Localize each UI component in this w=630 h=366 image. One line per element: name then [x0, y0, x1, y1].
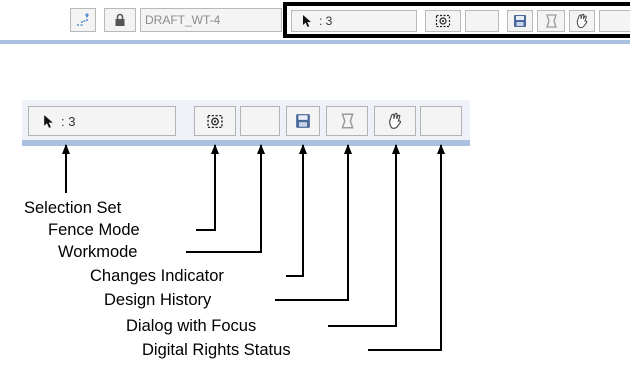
fence-mode-field[interactable]	[425, 10, 461, 32]
design-history-icon	[341, 113, 354, 129]
selection-set-field[interactable]: : 3	[28, 106, 176, 136]
changes-indicator-label: Changes Indicator	[90, 267, 224, 285]
dialog-focus-field[interactable]	[374, 106, 416, 136]
save-icon	[514, 15, 526, 27]
selection-set-field[interactable]: : 3	[291, 10, 417, 32]
digital-rights-field[interactable]	[599, 10, 630, 32]
lock-icon	[115, 13, 125, 26]
changes-indicator-field[interactable]	[286, 106, 320, 136]
workmode-callout-line	[186, 144, 265, 253]
save-icon	[296, 114, 310, 128]
workmode-field[interactable]	[240, 106, 280, 136]
selection-count: : 3	[319, 14, 333, 28]
hand-icon	[576, 13, 588, 28]
lower-status-bar: : 3	[22, 100, 470, 146]
fence-icon	[207, 114, 223, 128]
fence-mode-field[interactable]	[194, 106, 236, 136]
dialog-focus-callout-line	[328, 144, 400, 327]
connect-icon	[77, 13, 89, 26]
dialog-focus-field[interactable]	[569, 10, 595, 32]
selection-arrow-icon	[303, 15, 311, 27]
selection-arrow-icon	[44, 114, 53, 128]
design-history-field[interactable]	[537, 10, 565, 32]
active-model-field[interactable]: DRAFT_WT-4	[140, 8, 282, 32]
changes-indicator-field[interactable]	[507, 10, 533, 32]
workmode-field[interactable]	[465, 10, 499, 32]
connection-status-field[interactable]	[70, 8, 96, 32]
top-bar-accent-strip	[0, 40, 630, 44]
lower-bar-accent-strip	[22, 140, 470, 146]
fence-mode-label: Fence Mode	[48, 221, 140, 239]
changes-indicator-callout-line	[286, 144, 307, 277]
dialog-with-focus-label: Dialog with Focus	[126, 317, 257, 335]
selection-set-label: Selection Set	[24, 199, 122, 217]
digital-rights-field[interactable]	[420, 106, 462, 136]
design-history-label: Design History	[104, 291, 212, 309]
top-status-bar: DRAFT_WT-4 : 3	[0, 0, 630, 44]
highlighted-status-section: : 3	[283, 2, 630, 38]
design-history-callout-line	[275, 144, 352, 301]
design-history-field[interactable]	[326, 106, 368, 136]
digital-rights-callout-line	[368, 144, 445, 351]
digital-rights-status-label: Digital Rights Status	[142, 341, 291, 359]
fence-icon	[435, 14, 451, 28]
lock-status-field[interactable]	[104, 8, 136, 32]
design-history-icon	[546, 14, 557, 28]
hand-icon	[389, 112, 402, 129]
workmode-label: Workmode	[58, 243, 138, 261]
selection-count: : 3	[61, 113, 76, 129]
fence-mode-callout-line	[196, 144, 219, 231]
